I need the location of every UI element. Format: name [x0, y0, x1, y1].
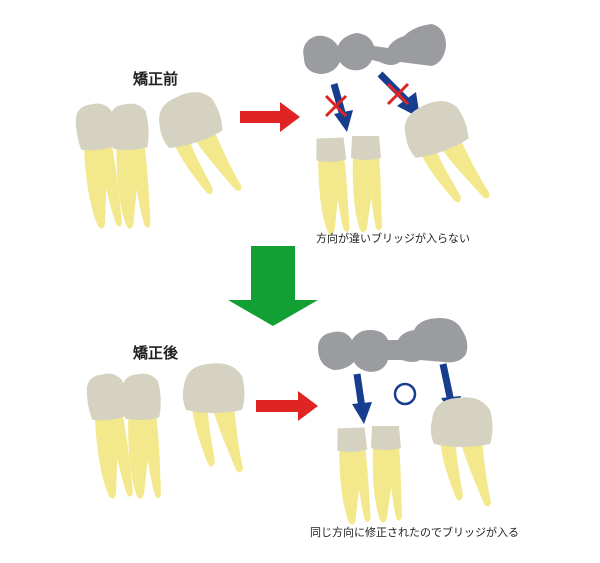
after-prep-tooth-1-bottom: [336, 427, 371, 526]
before-label: 矯正前: [133, 70, 179, 88]
caption-before: 方向が違いブリッジが入らない: [316, 232, 470, 245]
red-arrow-top: [240, 102, 300, 132]
red-x-mark-icon: [386, 82, 410, 106]
bridge-bottom: [318, 318, 468, 372]
red-x-mark-icon: [324, 94, 348, 118]
blue-circle-mark-icon: [393, 382, 417, 406]
after-prep-tooth-1-top: [315, 137, 350, 236]
before-tooth-molar: [151, 85, 245, 209]
molar-abutment-bottom: [430, 397, 493, 507]
after-prep-tooth-2-top: [351, 136, 382, 233]
after-label: 矯正後: [133, 344, 179, 362]
after-prep-tooth-2-bottom: [371, 426, 402, 523]
bridge-top: [303, 24, 446, 74]
blue-arrow-bottom-left: [352, 373, 372, 424]
after-tooth-molar: [182, 363, 245, 473]
red-arrow-bottom: [256, 391, 318, 421]
caption-after: 同じ方向に修正されたのでブリッジが入る: [310, 526, 519, 539]
green-down-arrow: [228, 246, 318, 326]
